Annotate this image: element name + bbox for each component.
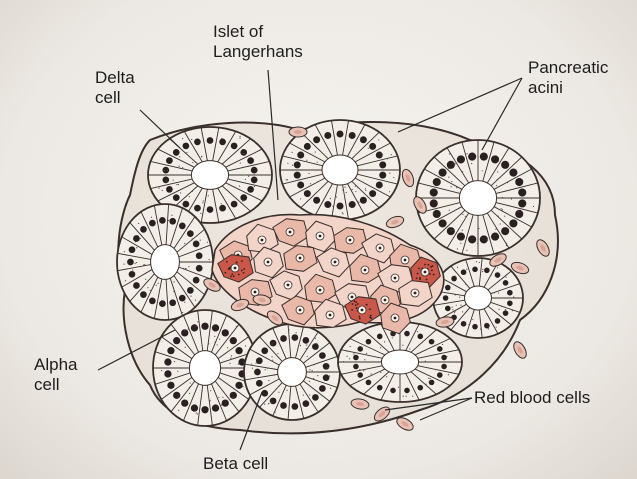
acinus-7 xyxy=(244,324,340,420)
label-islet-of-langerhans: Islet of Langerhans xyxy=(213,22,303,62)
red-blood-cell xyxy=(511,340,529,361)
acinus-8 xyxy=(338,322,462,402)
label-red-blood-cells: Red blood cells xyxy=(474,388,590,408)
label-pancreatic-acini: Pancreatic acini xyxy=(528,58,608,98)
acinus-6 xyxy=(153,310,257,426)
leader-acini-1 xyxy=(398,78,522,132)
acinus-3 xyxy=(416,140,540,256)
label-delta-cell: Delta cell xyxy=(95,68,135,108)
red-blood-cell xyxy=(289,127,307,137)
acinus-4 xyxy=(117,204,213,320)
leader-acini-2 xyxy=(482,78,522,150)
label-beta-cell: Beta cell xyxy=(203,454,268,474)
label-alpha-cell: Alpha cell xyxy=(34,355,77,395)
